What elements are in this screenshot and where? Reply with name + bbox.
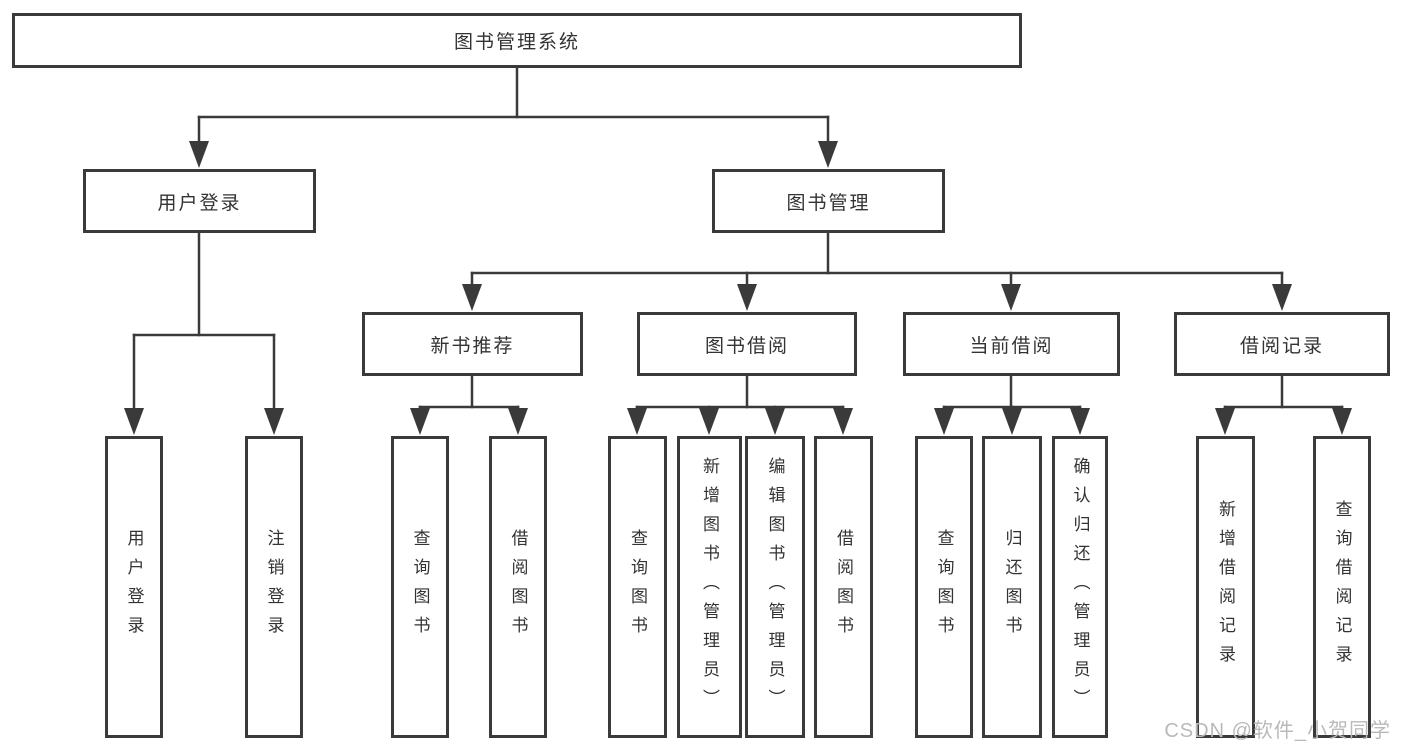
connector-user-login-branch bbox=[124, 231, 284, 435]
csdn-watermark: CSDN @软件_小贺同学 bbox=[1164, 720, 1391, 742]
arrowhead bbox=[124, 408, 144, 435]
leaf-query-book-3: 查询图书 bbox=[915, 436, 973, 738]
leaf-label: 注销登录 bbox=[264, 529, 284, 645]
arrowhead bbox=[508, 408, 528, 435]
connector-current-borrow-branch bbox=[934, 374, 1090, 435]
arrowhead bbox=[765, 408, 785, 435]
node-new-book-recommend: 新书推荐 bbox=[362, 312, 583, 376]
leaf-logout: 注销登录 bbox=[245, 436, 303, 738]
connector-book-borrow-branch bbox=[627, 374, 853, 435]
connector-book-management-to-level3 bbox=[462, 231, 1292, 311]
leaf-add-borrow-record: 新增借阅记录 bbox=[1196, 436, 1255, 738]
leaf-label: 归还图书 bbox=[1002, 529, 1022, 645]
leaf-label: 查询借阅记录 bbox=[1332, 500, 1352, 674]
arrowhead bbox=[189, 141, 209, 168]
arrowhead bbox=[1272, 284, 1292, 311]
leaf-label: 用户登录 bbox=[124, 529, 144, 645]
node-book-borrow: 图书借阅 bbox=[637, 312, 857, 376]
arrowhead bbox=[410, 408, 430, 435]
leaf-query-borrow-record: 查询借阅记录 bbox=[1313, 436, 1371, 738]
node-book-management: 图书管理 bbox=[712, 169, 945, 233]
node-borrow-record: 借阅记录 bbox=[1174, 312, 1390, 376]
leaf-label: 借阅图书 bbox=[508, 529, 528, 645]
leaf-label: 查询图书 bbox=[934, 529, 954, 645]
arrowhead bbox=[818, 141, 838, 168]
leaf-return-book: 归还图书 bbox=[982, 436, 1042, 738]
connector-borrow-record-branch bbox=[1215, 374, 1352, 435]
arrowhead bbox=[1332, 408, 1352, 435]
leaf-query-book-2: 查询图书 bbox=[608, 436, 667, 738]
leaf-label: 编辑图书（管理员） bbox=[765, 456, 785, 718]
arrowhead bbox=[462, 284, 482, 311]
leaf-user-login: 用户登录 bbox=[105, 436, 163, 738]
leaf-borrow-book-2: 借阅图书 bbox=[814, 436, 873, 738]
leaf-add-book-admin: 新增图书（管理员） bbox=[677, 436, 742, 738]
node-current-borrow: 当前借阅 bbox=[903, 312, 1120, 376]
arrowhead bbox=[1215, 408, 1235, 435]
leaf-query-book-1: 查询图书 bbox=[391, 436, 449, 738]
leaf-label: 查询图书 bbox=[628, 529, 647, 645]
connector-new-book-branch bbox=[410, 374, 528, 435]
arrowhead bbox=[737, 284, 757, 311]
arrowhead bbox=[1001, 284, 1021, 311]
node-library-management-system: 图书管理系统 bbox=[12, 13, 1022, 68]
arrowhead bbox=[699, 408, 719, 435]
leaf-label: 新增借阅记录 bbox=[1216, 500, 1235, 674]
leaf-label: 查询图书 bbox=[410, 529, 430, 645]
arrowhead bbox=[264, 408, 284, 435]
leaf-label: 新增图书（管理员） bbox=[700, 456, 719, 718]
arrowhead bbox=[627, 408, 647, 435]
connector-root-to-level2 bbox=[189, 66, 838, 168]
node-user-login: 用户登录 bbox=[83, 169, 316, 233]
leaf-label: 借阅图书 bbox=[834, 529, 853, 645]
arrowhead bbox=[833, 408, 853, 435]
leaf-label: 确认归还（管理员） bbox=[1070, 456, 1090, 718]
leaf-edit-book-admin: 编辑图书（管理员） bbox=[745, 436, 805, 738]
arrowhead bbox=[1070, 408, 1090, 435]
arrowhead bbox=[1002, 408, 1022, 435]
arrowhead bbox=[934, 408, 954, 435]
leaf-borrow-book-1: 借阅图书 bbox=[489, 436, 547, 738]
leaf-confirm-return-admin: 确认归还（管理员） bbox=[1052, 436, 1108, 738]
